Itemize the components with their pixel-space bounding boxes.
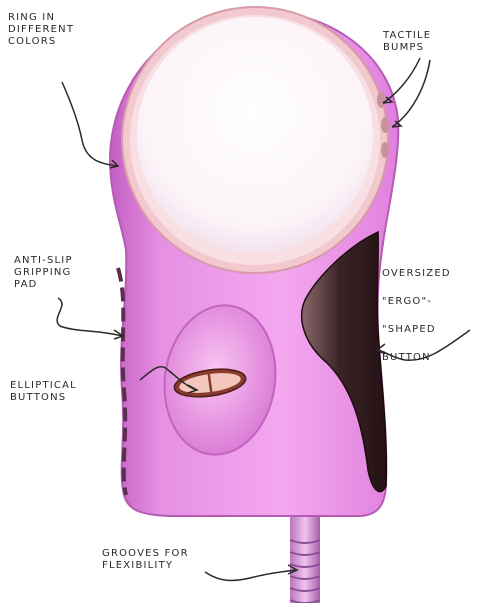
label-ergo: Oversized "ERGO"- "shaped button (382, 253, 451, 379)
cord (290, 505, 320, 603)
leader-antislip (57, 298, 122, 336)
label-ergo-line-4: button (382, 351, 451, 365)
label-ergo-line-1: Oversized (382, 267, 451, 281)
label-ring: Ring in different colors (8, 12, 74, 48)
label-tactile: Tactile bumps (383, 30, 431, 54)
label-antislip: Anti-slip gripping pad (14, 255, 73, 291)
label-ergo-line-2: "ERGO"- (382, 295, 451, 309)
label-grooves: Grooves for flexibility (102, 548, 189, 572)
leader-grooves (205, 570, 296, 580)
label-ergo-line-3: "shaped (382, 323, 451, 337)
label-elliptical: Elliptical buttons (10, 380, 77, 404)
face-disc (137, 17, 373, 253)
